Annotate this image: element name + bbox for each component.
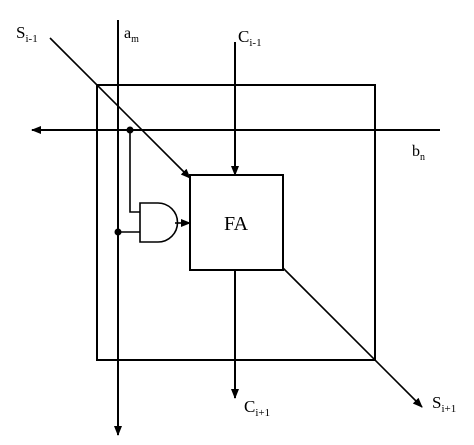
c-in-label: Ci-1 [238,27,262,49]
s-out-label: Si+1 [432,393,456,415]
full-adder-label: FA [224,213,249,235]
s-in-line [49,37,191,179]
s-out-line [282,267,423,408]
and-gate [139,202,179,243]
and-input-from-b-n [129,130,140,213]
s-in-label: Si-1 [16,23,38,45]
b-n-label: bn [412,143,425,163]
a-m-label: am [124,25,139,45]
c-out-label: Ci+1 [244,397,270,419]
